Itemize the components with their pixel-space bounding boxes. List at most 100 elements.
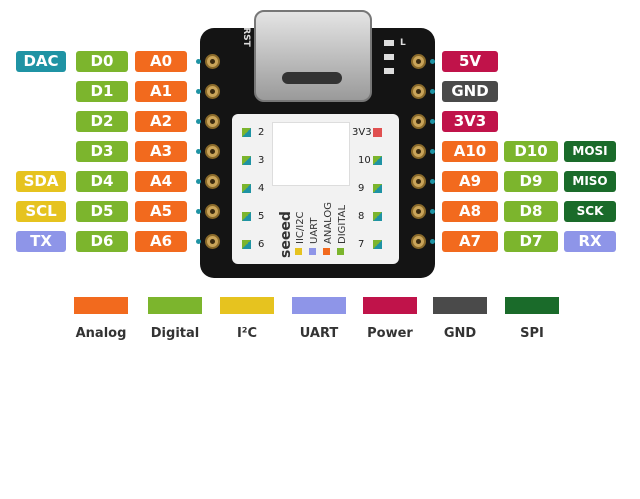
- shield-window: [272, 122, 350, 186]
- board-square-left-0: [242, 128, 251, 137]
- pad-right-2: [411, 114, 426, 129]
- board-legend-swatch-1: [309, 248, 316, 255]
- board-legend-swatch-3: [337, 248, 344, 255]
- legend-swatch-i2c: [220, 297, 274, 314]
- label-d3: D3: [76, 141, 128, 162]
- pin-dot-right-2: [430, 119, 435, 124]
- board-square-right-1: [373, 156, 382, 165]
- label-d1: D1: [76, 81, 128, 102]
- pad-left-6: [205, 234, 220, 249]
- legend-label-power: Power: [367, 326, 413, 341]
- board-number-right-1: 10: [358, 155, 371, 166]
- board-number-left-2: 4: [258, 183, 265, 194]
- label-d0: D0: [76, 51, 128, 72]
- label-a4: A4: [135, 171, 187, 192]
- board-number-left-3: 5: [258, 211, 265, 222]
- pin-dot-left-2: [196, 119, 201, 124]
- pin-dot-right-1: [430, 89, 435, 94]
- pin-dot-right-6: [430, 239, 435, 244]
- usb-c-connector: [254, 10, 372, 102]
- board-legend-text-0: IIC/I2C: [295, 211, 306, 244]
- label-d6: D6: [76, 231, 128, 252]
- silk-l: L: [400, 38, 406, 48]
- label-d8: D8: [504, 201, 558, 222]
- board-number-right-0: 3V3: [352, 127, 372, 138]
- label-miso: MISO: [564, 171, 616, 192]
- label-d5: D5: [76, 201, 128, 222]
- pad-right-0: [411, 54, 426, 69]
- legend-swatch-gnd: [433, 297, 487, 314]
- legend-swatch-spi: [505, 297, 559, 314]
- legend-swatch-uart: [292, 297, 346, 314]
- pad-right-4: [411, 174, 426, 189]
- label-a7: A7: [442, 231, 498, 252]
- legend-label-digital: Digital: [150, 326, 200, 341]
- legend-label-gnd: GND: [443, 326, 477, 341]
- pad-left-2: [205, 114, 220, 129]
- pad-left-3: [205, 144, 220, 159]
- board-legend-swatch-2: [323, 248, 330, 255]
- pin-dot-right-0: [430, 59, 435, 64]
- label-3v3: 3V3: [442, 111, 498, 132]
- board-square-left-4: [242, 240, 251, 249]
- label-a2: A2: [135, 111, 187, 132]
- pad-left-0: [205, 54, 220, 69]
- pad-right-5: [411, 204, 426, 219]
- board-number-left-1: 3: [258, 155, 265, 166]
- board-number-right-2: 9: [358, 183, 365, 194]
- board-number-right-4: 7: [358, 239, 365, 250]
- silk-rst: RST: [240, 27, 251, 47]
- label-dac: DAC: [16, 51, 66, 72]
- pad-left-5: [205, 204, 220, 219]
- legend-swatch-digital: [148, 297, 202, 314]
- board-brand-seeed: seeed: [278, 211, 294, 258]
- label-sda: SDA: [16, 171, 66, 192]
- board-number-left-4: 6: [258, 239, 265, 250]
- label-gnd: GND: [442, 81, 498, 102]
- board-legend-text-2: ANALOG: [323, 202, 334, 244]
- label-d7: D7: [504, 231, 558, 252]
- label-a10: A10: [442, 141, 498, 162]
- led-indicator: [384, 68, 394, 74]
- label-a1: A1: [135, 81, 187, 102]
- board-square-right-3: [373, 212, 382, 221]
- board-square-right-0: [373, 128, 382, 137]
- legend-label-uart: UART: [299, 326, 339, 341]
- label-d10: D10: [504, 141, 558, 162]
- pad-right-6: [411, 234, 426, 249]
- label-d4: D4: [76, 171, 128, 192]
- label-a6: A6: [135, 231, 187, 252]
- board-square-left-3: [242, 212, 251, 221]
- legend-swatch-power: [363, 297, 417, 314]
- legend-label-i2c: I²C: [236, 326, 258, 341]
- board-legend-text-3: DIGITAL: [337, 204, 348, 244]
- label-a9: A9: [442, 171, 498, 192]
- pad-right-3: [411, 144, 426, 159]
- label-rx: RX: [564, 231, 616, 252]
- pin-dot-left-1: [196, 89, 201, 94]
- led-indicator: [384, 54, 394, 60]
- pad-left-4: [205, 174, 220, 189]
- label-d2: D2: [76, 111, 128, 132]
- board-number-right-3: 8: [358, 211, 365, 222]
- legend-label-analog: Analog: [75, 326, 127, 341]
- board-legend-swatch-0: [295, 248, 302, 255]
- pad-right-1: [411, 84, 426, 99]
- pad-left-1: [205, 84, 220, 99]
- label-scl: SCL: [16, 201, 66, 222]
- label-d9: D9: [504, 171, 558, 192]
- board-number-left-0: 2: [258, 127, 265, 138]
- board-square-left-2: [242, 184, 251, 193]
- label-mosi: MOSI: [564, 141, 616, 162]
- label-5v: 5V: [442, 51, 498, 72]
- label-tx: TX: [16, 231, 66, 252]
- pin-dot-left-5: [196, 209, 201, 214]
- pin-dot-right-4: [430, 179, 435, 184]
- pin-dot-left-4: [196, 179, 201, 184]
- board-square-right-4: [373, 240, 382, 249]
- label-a8: A8: [442, 201, 498, 222]
- pin-dot-left-6: [196, 239, 201, 244]
- label-a0: A0: [135, 51, 187, 72]
- label-a5: A5: [135, 201, 187, 222]
- led-indicator: [384, 40, 394, 46]
